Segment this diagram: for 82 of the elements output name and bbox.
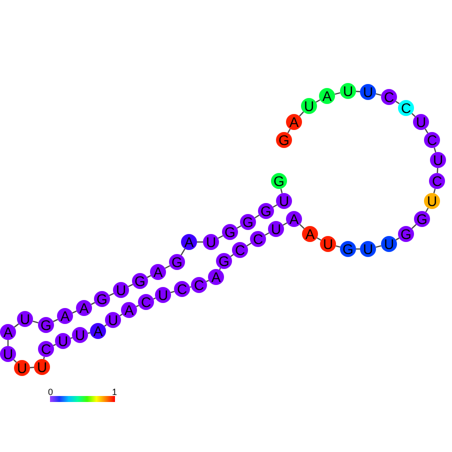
scale-label: 1: [112, 387, 118, 397]
nucleotide-circle: U: [155, 287, 171, 303]
nucleotide-circle: C: [174, 281, 190, 297]
nucleotide-circle: U: [360, 84, 376, 100]
nucleotide-circle: A: [90, 323, 106, 339]
backbone-line: [218, 235, 224, 239]
nucleotide-circle: G: [132, 273, 148, 289]
nucleotide-circle: U: [430, 152, 446, 168]
nucleotide-circle: U: [14, 360, 30, 376]
nucleotide-circle: G: [271, 173, 287, 189]
backbone-line: [280, 188, 283, 194]
nucleotide-circle: A: [57, 308, 73, 324]
nucleotide-circle: U: [55, 333, 71, 349]
nucleotide-circle: A: [286, 114, 302, 130]
backbone-line: [72, 310, 77, 314]
backbone-line: [433, 188, 436, 194]
backbone-line: [90, 302, 96, 305]
nucleotide-circle: A: [319, 88, 335, 104]
backbone-line: [164, 265, 170, 269]
nucleotide-circle: A: [150, 264, 166, 280]
nucleotide-circle: G: [340, 241, 356, 257]
nucleotide-circle: A: [76, 300, 92, 316]
nucleotide-circle: U: [424, 193, 440, 209]
nucleotide-circle: U: [0, 346, 16, 362]
backbone-line: [282, 222, 288, 226]
nucleotide-circle: C: [429, 173, 445, 189]
nucleotide-circle: U: [34, 359, 50, 375]
backbone-line: [316, 237, 322, 241]
nucleotide-circle: A: [302, 226, 318, 242]
nucleotide-circle: G: [94, 291, 110, 307]
nucleotide-circle: U: [72, 327, 88, 343]
backbone-line: [32, 320, 38, 324]
nucleotide-circle: U: [320, 236, 336, 252]
backbone-line: [52, 318, 58, 322]
nucleotide-circle: C: [424, 132, 440, 148]
nucleotide-circle: C: [398, 100, 414, 116]
nucleotide-circle: A: [286, 211, 302, 227]
nucleotide-circle: U: [105, 312, 121, 328]
nucleotide-circle: C: [138, 294, 154, 310]
nucleotide-circle: U: [301, 98, 317, 114]
nucleotide-circle: G: [38, 317, 54, 333]
nucleotide-circle: G: [216, 253, 232, 269]
nucleotide-circle: U: [17, 311, 33, 327]
backbone-line: [52, 344, 56, 346]
nucleotide-circle: U: [203, 234, 219, 250]
nucleotide-circle: A: [121, 302, 137, 318]
nucleotide-circle: U: [276, 193, 292, 209]
backbone-line: [316, 99, 320, 103]
nucleotide-circle: G: [240, 214, 256, 230]
nucleotide-circle: U: [340, 83, 356, 99]
backbone-line: [108, 292, 114, 296]
nucleotide-circle: G: [398, 226, 414, 242]
backbone-line: [206, 280, 210, 282]
nucleotide-circle: U: [413, 114, 429, 130]
nucleotide-circle: U: [113, 282, 129, 298]
backbone-line: [128, 284, 134, 288]
nucleotide-circle: C: [232, 242, 248, 258]
nucleotide-circle: C: [250, 231, 266, 247]
nucleotide-circle: G: [414, 211, 430, 227]
nucleotide-circle: C: [191, 277, 207, 293]
backbone-line: [236, 225, 242, 229]
backbone-line: [180, 248, 186, 256]
backbone-line: [272, 204, 278, 208]
backbone-line: [287, 128, 291, 134]
nucleotide-circle: C: [38, 341, 54, 357]
nucleotide-circle: G: [169, 254, 185, 270]
nucleotide-circle: G: [222, 224, 238, 240]
nucleotide-circle: G: [258, 203, 274, 219]
nucleotide-circle: U: [381, 236, 397, 252]
backbone-line: [336, 245, 340, 248]
nucleotide-circle: A: [208, 269, 224, 285]
scale-label: 0: [48, 387, 54, 397]
nucleotide-circle: A: [181, 234, 197, 250]
nucleotide-circle: U: [360, 241, 376, 257]
backbone-line: [264, 232, 270, 236]
nucleotide-circle: C: [381, 89, 397, 105]
nucleotide-circle: A: [0, 324, 16, 340]
nucleotide-circle: U: [268, 221, 284, 237]
nucleotide-circle: G: [276, 132, 292, 148]
backbone-line: [425, 208, 429, 212]
backbone-line: [146, 275, 152, 278]
backbone-line: [136, 304, 140, 308]
